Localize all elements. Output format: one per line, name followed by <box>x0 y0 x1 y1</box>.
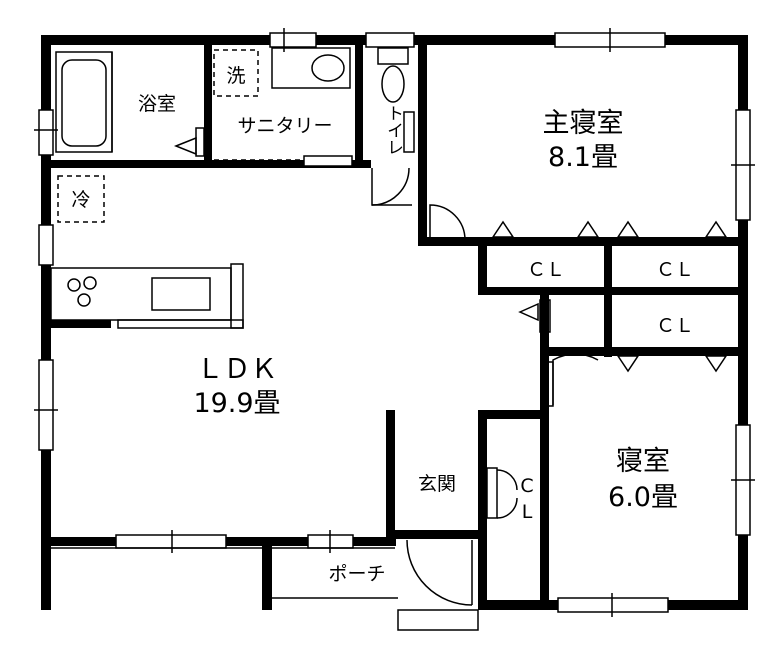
closet-label-2: ＣＬ <box>656 259 694 281</box>
room-labels: 浴室 洗 サニタリー トイレ 主寝室 8.1畳 冷 ＣＬ ＣＬ ＣＬ ＬＤＫ 1… <box>71 65 694 585</box>
bedroom-name: 寝室 <box>616 446 670 477</box>
entrance-closet-l: L <box>522 501 533 523</box>
ldk-size: 19.9畳 <box>193 388 280 419</box>
ldk-name: ＬＤＫ <box>197 354 278 385</box>
sanitary-label: サニタリー <box>237 115 332 137</box>
closet-label-1: ＣＬ <box>527 259 565 281</box>
fixtures <box>50 47 738 631</box>
master-bedroom-name: 主寝室 <box>543 108 624 139</box>
washer-label: 洗 <box>226 65 245 87</box>
bath-label: 浴室 <box>138 93 176 115</box>
closet-label-3: ＣＬ <box>656 315 694 337</box>
windows <box>34 28 755 617</box>
toilet-label: トイレ <box>383 105 403 156</box>
master-bedroom-size: 8.1畳 <box>548 142 618 173</box>
fridge-label: 冷 <box>71 189 90 211</box>
bedroom-size: 6.0畳 <box>608 482 678 513</box>
entrance-closet-c: C <box>520 475 533 497</box>
porch-label: ポーチ <box>328 563 385 585</box>
entrance-label: 玄関 <box>418 473 456 495</box>
